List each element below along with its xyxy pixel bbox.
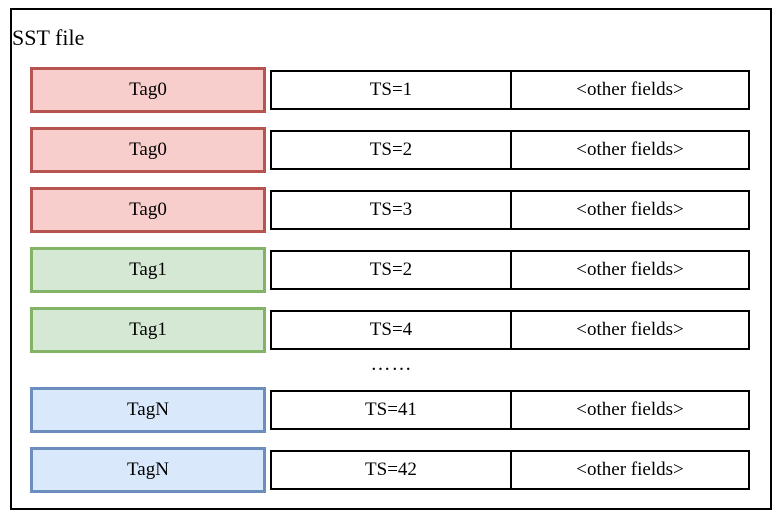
other-fields-label: <other fields>: [576, 259, 684, 280]
record-fields: TS=1 <other fields>: [270, 70, 750, 110]
timestamp-label: TS=4: [369, 319, 413, 340]
tag-cell: Tag1: [30, 307, 266, 353]
record-row: Tag0 TS=1 <other fields>: [0, 67, 784, 113]
tag-cell: Tag0: [30, 67, 266, 113]
timestamp-cell: TS=1: [272, 72, 512, 108]
tag-label: TagN: [127, 459, 169, 480]
tag-label: Tag0: [129, 199, 167, 220]
timestamp-cell: TS=41: [272, 392, 512, 428]
timestamp-cell: TS=2: [272, 132, 512, 168]
tag-cell: Tag1: [30, 247, 266, 293]
other-fields-label: <other fields>: [576, 399, 684, 420]
other-fields-label: <other fields>: [576, 199, 684, 220]
other-fields-cell: <other fields>: [512, 132, 748, 168]
timestamp-cell: TS=4: [272, 312, 512, 348]
other-fields-cell: <other fields>: [512, 252, 748, 288]
other-fields-label: <other fields>: [576, 139, 684, 160]
tag-cell: TagN: [30, 387, 266, 433]
timestamp-label: TS=2: [369, 259, 413, 280]
other-fields-label: <other fields>: [576, 319, 684, 340]
record-row: TagN TS=41 <other fields>: [0, 387, 784, 433]
other-fields-cell: <other fields>: [512, 392, 748, 428]
other-fields-cell: <other fields>: [512, 452, 748, 488]
ellipsis-text: ……: [370, 352, 413, 375]
other-fields-cell: <other fields>: [512, 192, 748, 228]
record-fields: TS=2 <other fields>: [270, 130, 750, 170]
record-row: Tag0 TS=3 <other fields>: [0, 187, 784, 233]
timestamp-cell: TS=42: [272, 452, 512, 488]
timestamp-label: TS=41: [365, 399, 417, 420]
other-fields-label: <other fields>: [576, 79, 684, 100]
timestamp-cell: TS=3: [272, 192, 512, 228]
timestamp-label: TS=42: [365, 459, 417, 480]
record-row: Tag0 TS=2 <other fields>: [0, 127, 784, 173]
diagram-title: SST file: [12, 25, 85, 50]
other-fields-cell: <other fields>: [512, 312, 748, 348]
timestamp-label: TS=2: [369, 139, 413, 160]
record-fields: TS=41 <other fields>: [270, 390, 750, 430]
other-fields-label: <other fields>: [576, 459, 684, 480]
tag-cell: Tag0: [30, 187, 266, 233]
tag-label: Tag0: [129, 139, 167, 160]
record-fields: TS=4 <other fields>: [270, 310, 750, 350]
tag-label: Tag1: [129, 319, 167, 340]
record-fields: TS=2 <other fields>: [270, 250, 750, 290]
record-fields: TS=42 <other fields>: [270, 450, 750, 490]
tag-cell: TagN: [30, 447, 266, 493]
record-row: TagN TS=42 <other fields>: [0, 447, 784, 493]
tag-label: Tag1: [129, 259, 167, 280]
tag-label: TagN: [127, 399, 169, 420]
tag-cell: Tag0: [30, 127, 266, 173]
timestamp-label: TS=3: [369, 199, 413, 220]
record-row: Tag1 TS=4 <other fields>: [0, 307, 784, 353]
other-fields-cell: <other fields>: [512, 72, 748, 108]
tag-label: Tag0: [129, 79, 167, 100]
timestamp-label: TS=1: [369, 79, 413, 100]
record-fields: TS=3 <other fields>: [270, 190, 750, 230]
timestamp-cell: TS=2: [272, 252, 512, 288]
record-row: Tag1 TS=2 <other fields>: [0, 247, 784, 293]
